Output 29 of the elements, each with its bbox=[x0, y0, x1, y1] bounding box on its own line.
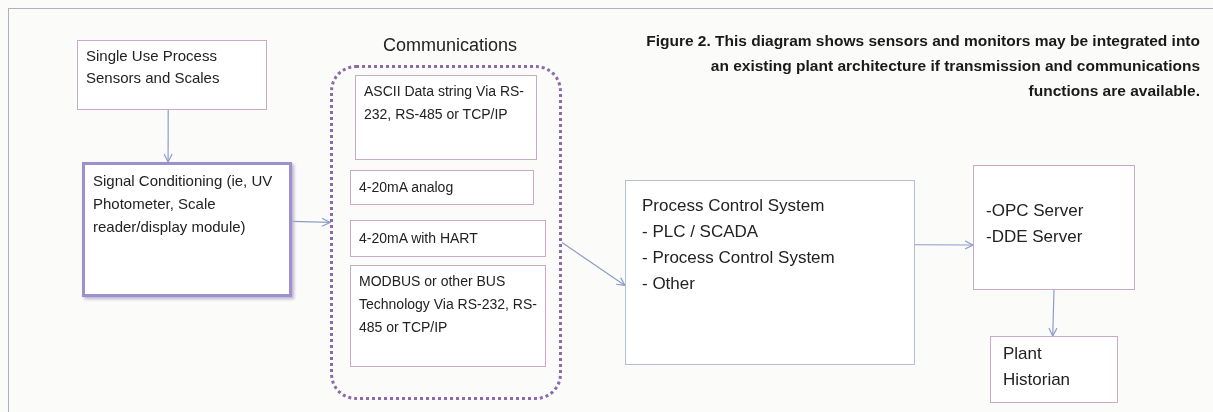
box-text: -DDE Server bbox=[986, 226, 1084, 248]
group-heading: Communications bbox=[383, 34, 518, 57]
process-box bbox=[77, 40, 267, 110]
process-box bbox=[82, 162, 292, 297]
list-item: - Process Control System bbox=[642, 247, 836, 269]
box-text: Signal Conditioning (ie, UV Photometer, Scale reader/display module) bbox=[93, 171, 274, 237]
arrow bbox=[914, 240, 974, 250]
box-text: ASCII Data string Via RS-232, RS-485 or TCP/IP bbox=[364, 82, 526, 124]
list-item: - Other bbox=[642, 273, 696, 295]
arrow bbox=[1048, 289, 1058, 337]
process-box bbox=[355, 75, 537, 160]
arrow bbox=[561, 241, 626, 287]
box-text: MODBUS or other BUS Technology Via RS-232, RS-485 or TCP/IP bbox=[359, 272, 537, 337]
box-text: 4-20mA with HART bbox=[359, 229, 479, 248]
arrow bbox=[163, 109, 173, 163]
process-box bbox=[350, 170, 534, 205]
box-text: -OPC Server bbox=[986, 200, 1085, 222]
process-box bbox=[350, 220, 546, 257]
list-item: - PLC / SCADA bbox=[642, 221, 760, 243]
process-box bbox=[973, 165, 1135, 290]
process-box bbox=[625, 180, 915, 365]
box-text: Single Use Process Sensors and Scales bbox=[86, 46, 221, 88]
box-text: 4-20mA analog bbox=[359, 178, 455, 197]
box-text: Plant Historian bbox=[1003, 343, 1072, 391]
arrow bbox=[291, 217, 331, 227]
figure-caption: Figure 2. This diagram shows sensors and monitors may be integrated into an existing plant architecture if transmission and communications functions are available. bbox=[645, 31, 1200, 101]
box-title: Process Control System bbox=[642, 195, 826, 217]
process-box bbox=[350, 265, 546, 367]
process-box bbox=[990, 336, 1118, 403]
